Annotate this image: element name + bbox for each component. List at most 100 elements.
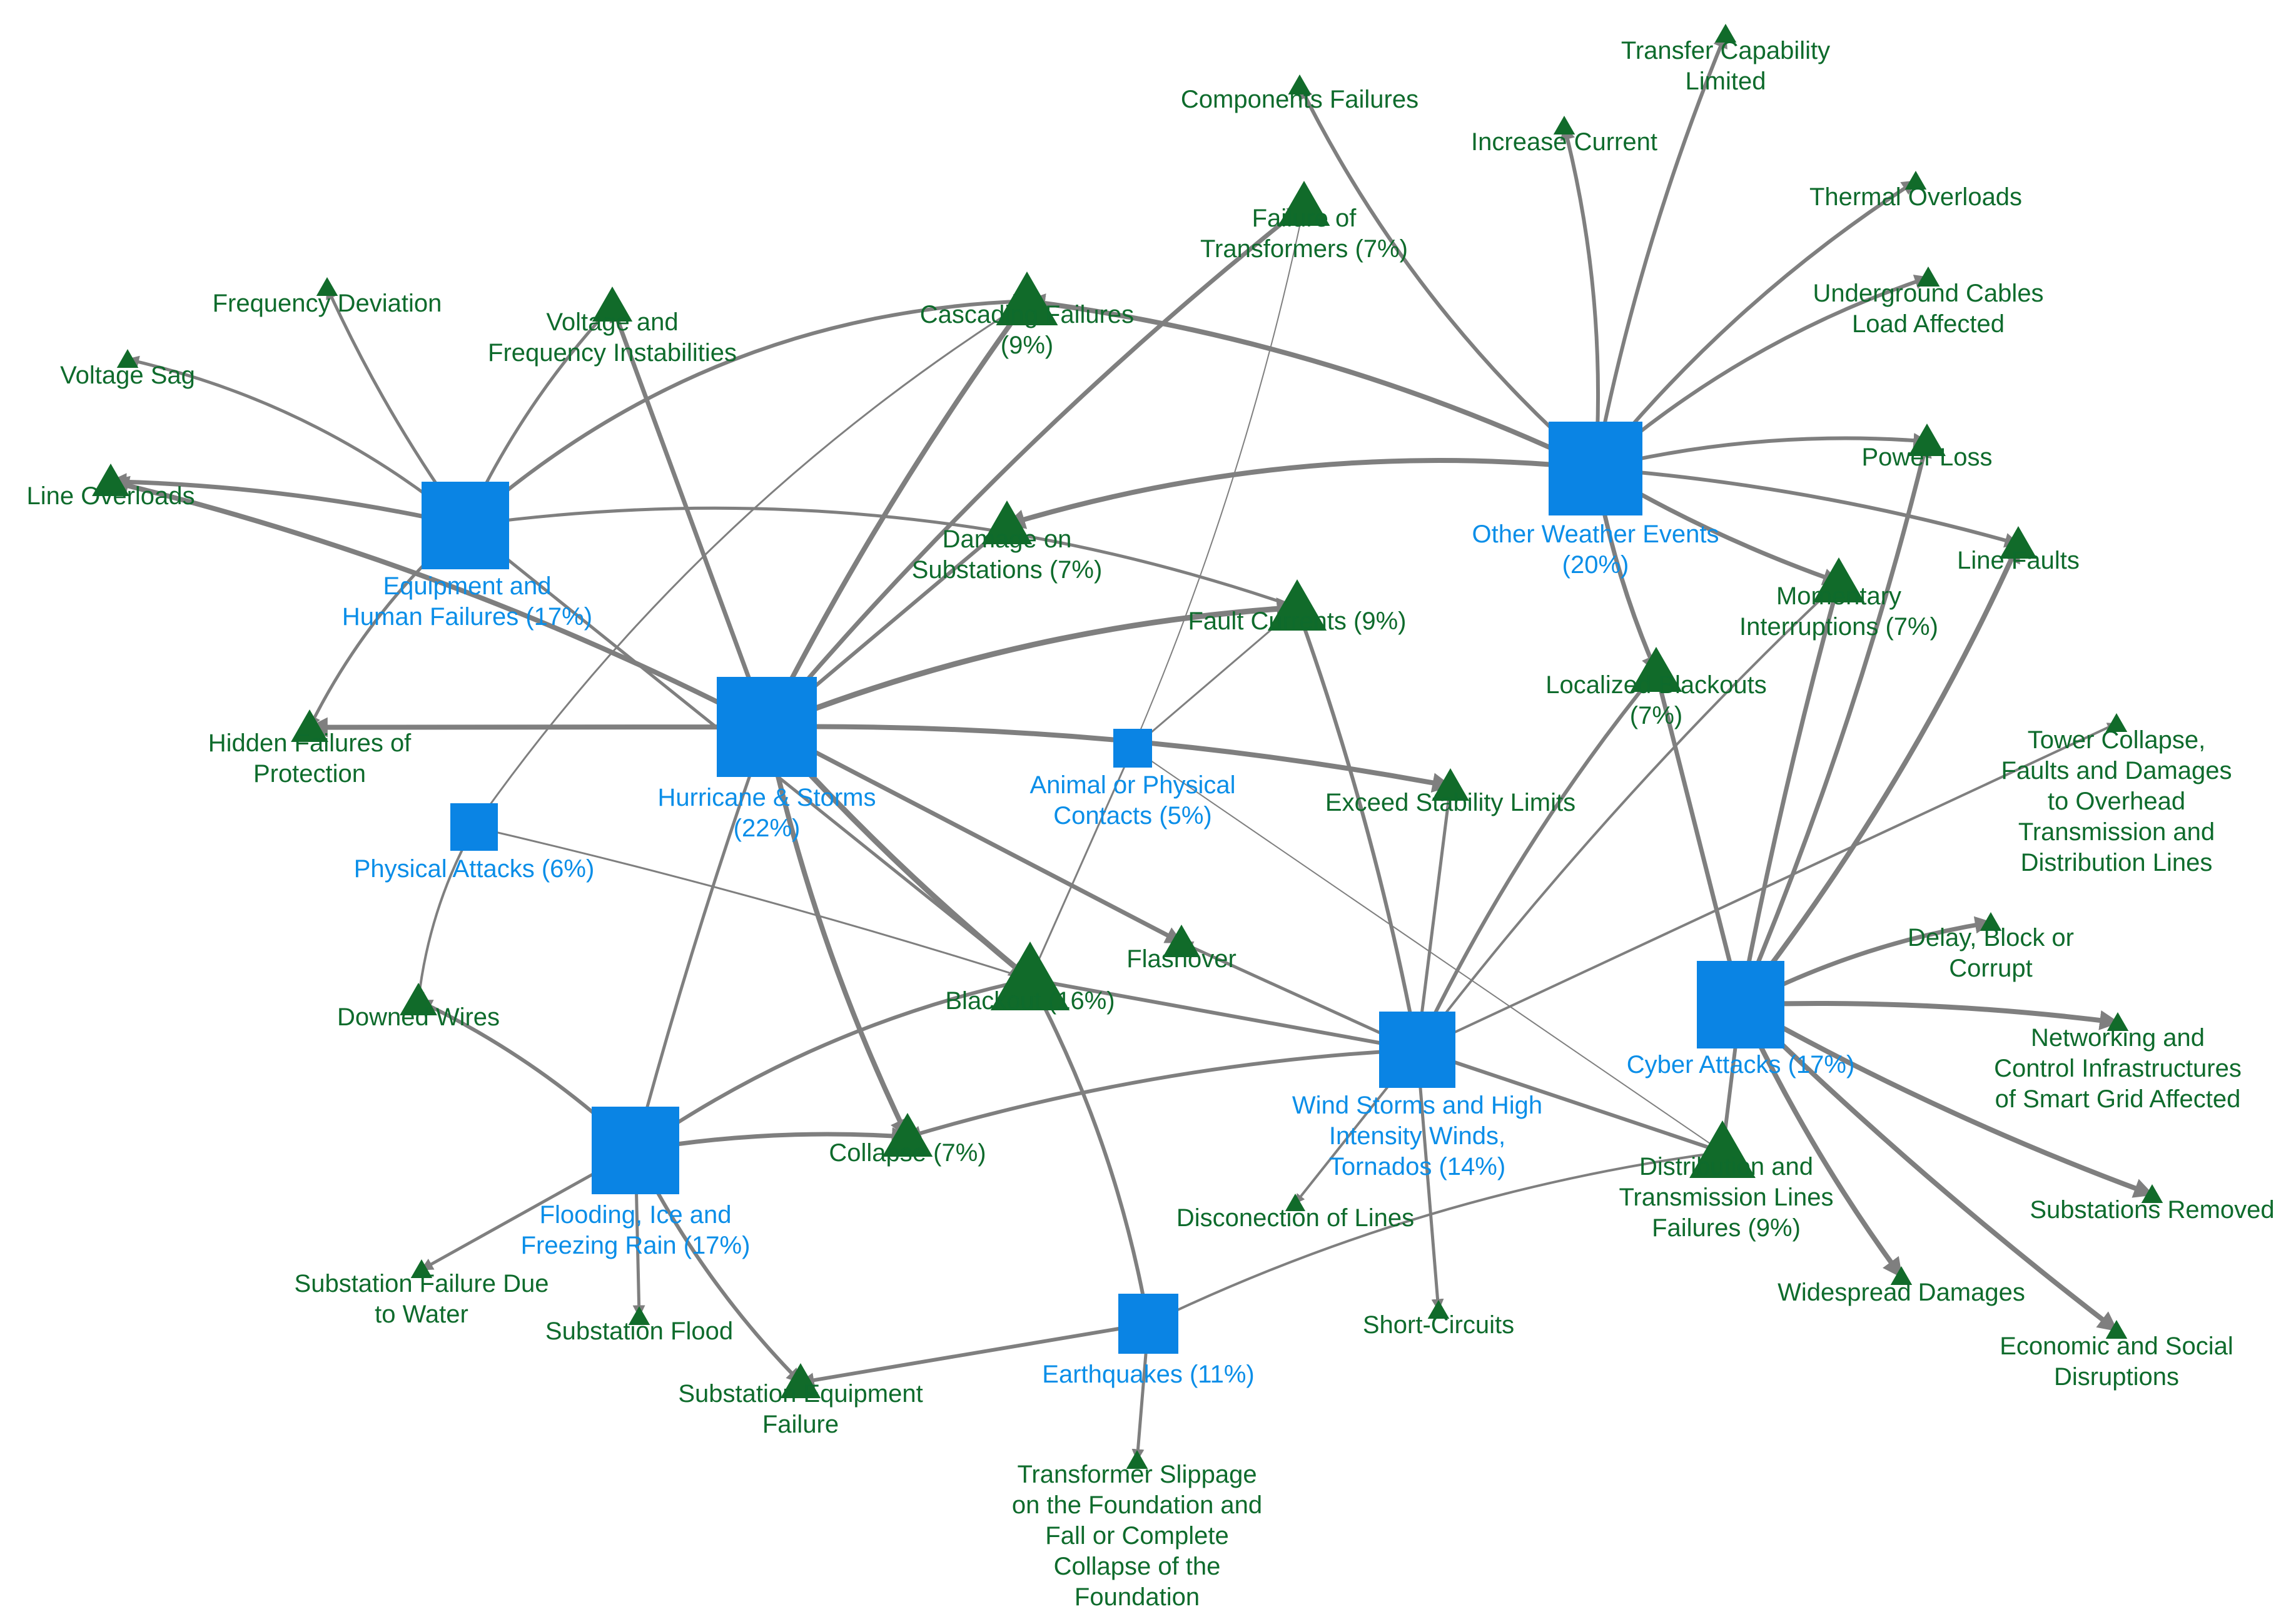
effect-node-frequency_dev[interactable]: Frequency Deviation: [213, 277, 442, 317]
effect-triangle-momentary[interactable]: [1813, 557, 1865, 602]
effect-node-blackout[interactable]: Blackout (16%): [945, 941, 1115, 1015]
cause-square-earthquakes[interactable]: [1118, 1294, 1178, 1354]
effect-node-voltage_sag[interactable]: Voltage Sag: [60, 349, 195, 389]
effect-node-power_loss[interactable]: Power Loss: [1862, 424, 1993, 471]
cause-equipment-label-line-1: Equipment and: [383, 572, 551, 600]
effect-triangle-tower[interactable]: [2105, 713, 2128, 732]
effect-triangle-voltage_freq[interactable]: [592, 287, 633, 322]
effect-node-components[interactable]: Components Failures: [1181, 74, 1419, 113]
effect-triangle-disconection[interactable]: [1285, 1194, 1306, 1211]
effect-node-cascading[interactable]: Cascading Failures(9%): [920, 272, 1134, 359]
cause-animal-label-line-1: Animal or Physical: [1029, 771, 1235, 799]
effect-triangle-cascading[interactable]: [996, 272, 1058, 325]
effect-triangle-exceed[interactable]: [1432, 768, 1469, 801]
effect-triangle-collapse[interactable]: [882, 1113, 933, 1157]
effect-triangle-failure_transformers[interactable]: [1278, 181, 1330, 226]
cause-node-physical[interactable]: Physical Attacks (6%): [354, 803, 595, 883]
effect-triangle-underground[interactable]: [1916, 266, 1940, 287]
edge-hurricane-to-voltage_freq: [609, 304, 769, 728]
effect-node-fault_currents[interactable]: Fault Currents (9%): [1188, 579, 1407, 635]
effect-node-substation_flood[interactable]: Substation Flood: [545, 1306, 733, 1345]
effect-node-exceed[interactable]: Exceed Stability Limits: [1325, 768, 1575, 816]
effect-node-substations_removed[interactable]: Substations Removed: [2030, 1184, 2275, 1224]
effect-triangle-thermal[interactable]: [1904, 171, 1927, 190]
cause-square-animal[interactable]: [1113, 729, 1152, 768]
effect-triangle-localized[interactable]: [1630, 647, 1682, 692]
effect-triangle-widespread[interactable]: [1890, 1266, 1913, 1285]
effect-triangle-increase[interactable]: [1553, 116, 1575, 134]
effect-triangle-economic[interactable]: [2105, 1320, 2128, 1339]
effect-triangle-fault_currents[interactable]: [1267, 579, 1327, 631]
cause-node-cyber[interactable]: Cyber Attacks (17%): [1627, 961, 1855, 1079]
effect-node-line_overloads[interactable]: Line Overloads: [26, 464, 195, 510]
effect-triangle-hidden[interactable]: [291, 709, 328, 742]
effect-triangle-line_overloads[interactable]: [92, 464, 129, 496]
effect-triangle-substation_equipment[interactable]: [780, 1363, 821, 1398]
effect-node-short_circuits[interactable]: Short-Circuits: [1363, 1300, 1514, 1339]
effect-triangle-downed[interactable]: [400, 983, 437, 1015]
cause-node-earthquakes[interactable]: Earthquakes (11%): [1042, 1294, 1255, 1388]
edge-weather-to-increase: [1560, 124, 1601, 469]
effect-triangle-line_faults[interactable]: [2000, 526, 2037, 559]
cause-square-cyber[interactable]: [1697, 961, 1784, 1048]
effect-triangle-substation_water[interactable]: [410, 1259, 433, 1278]
effect-triangle-blackout[interactable]: [990, 941, 1070, 1010]
effect-distribution-label-line-3: Failures (9%): [1652, 1214, 1801, 1242]
effect-node-collapse[interactable]: Collapse (7%): [829, 1113, 986, 1167]
cause-square-wind[interactable]: [1379, 1012, 1455, 1088]
effect-node-increase[interactable]: Increase Current: [1471, 116, 1657, 156]
cause-square-flooding[interactable]: [592, 1107, 679, 1194]
effect-node-flashover[interactable]: Flashover: [1126, 925, 1237, 973]
effect-triangle-voltage_sag[interactable]: [116, 349, 139, 368]
cause-node-weather[interactable]: Other Weather Events(20%): [1472, 422, 1719, 579]
effect-triangle-substation_flood[interactable]: [628, 1306, 650, 1325]
effect-node-disconection[interactable]: Disconection of Lines: [1176, 1194, 1414, 1232]
effect-triangle-transfer[interactable]: [1714, 24, 1737, 43]
effect-node-localized[interactable]: Localized Blackouts(7%): [1545, 647, 1767, 729]
edge-equipment-to-cascading: [464, 294, 1029, 527]
effect-triangle-power_loss[interactable]: [1908, 424, 1946, 456]
edge-cyber-to-power_loss: [1738, 439, 1932, 1006]
cause-square-weather[interactable]: [1549, 422, 1642, 515]
effect-tower-label-line-2: Faults and Damages: [2001, 757, 2232, 784]
effect-triangle-short_circuits[interactable]: [1427, 1300, 1450, 1319]
effect-triangle-components[interactable]: [1288, 74, 1312, 94]
cause-square-physical[interactable]: [450, 803, 498, 851]
effect-triangle-delay[interactable]: [1980, 912, 2002, 931]
effect-triangle-substations_removed[interactable]: [2141, 1184, 2163, 1203]
cause-square-equipment[interactable]: [422, 482, 509, 569]
cause-square-hurricane[interactable]: [717, 677, 817, 777]
effect-triangle-distribution[interactable]: [1689, 1120, 1756, 1178]
effect-node-widespread[interactable]: Widespread Damages: [1778, 1266, 2025, 1306]
effect-triangle-transformer_slippage[interactable]: [1126, 1450, 1148, 1469]
edge-wind-to-momentary: [1416, 581, 1840, 1051]
effect-node-thermal[interactable]: Thermal Overloads: [1809, 171, 2022, 211]
effect-triangle-networking[interactable]: [2106, 1012, 2129, 1031]
effect-node-downed[interactable]: Downed Wires: [337, 983, 500, 1031]
effect-triangle-flashover[interactable]: [1163, 925, 1200, 957]
cause-node-hurricane[interactable]: Hurricane & Storms(22%): [658, 677, 876, 842]
effect-triangle-damage_substations[interactable]: [981, 500, 1033, 544]
effect-node-line_faults[interactable]: Line Faults: [1957, 526, 2080, 574]
effect-triangle-frequency_dev[interactable]: [316, 277, 338, 296]
effect-short_circuits-label-line-1: Short-Circuits: [1363, 1311, 1514, 1339]
